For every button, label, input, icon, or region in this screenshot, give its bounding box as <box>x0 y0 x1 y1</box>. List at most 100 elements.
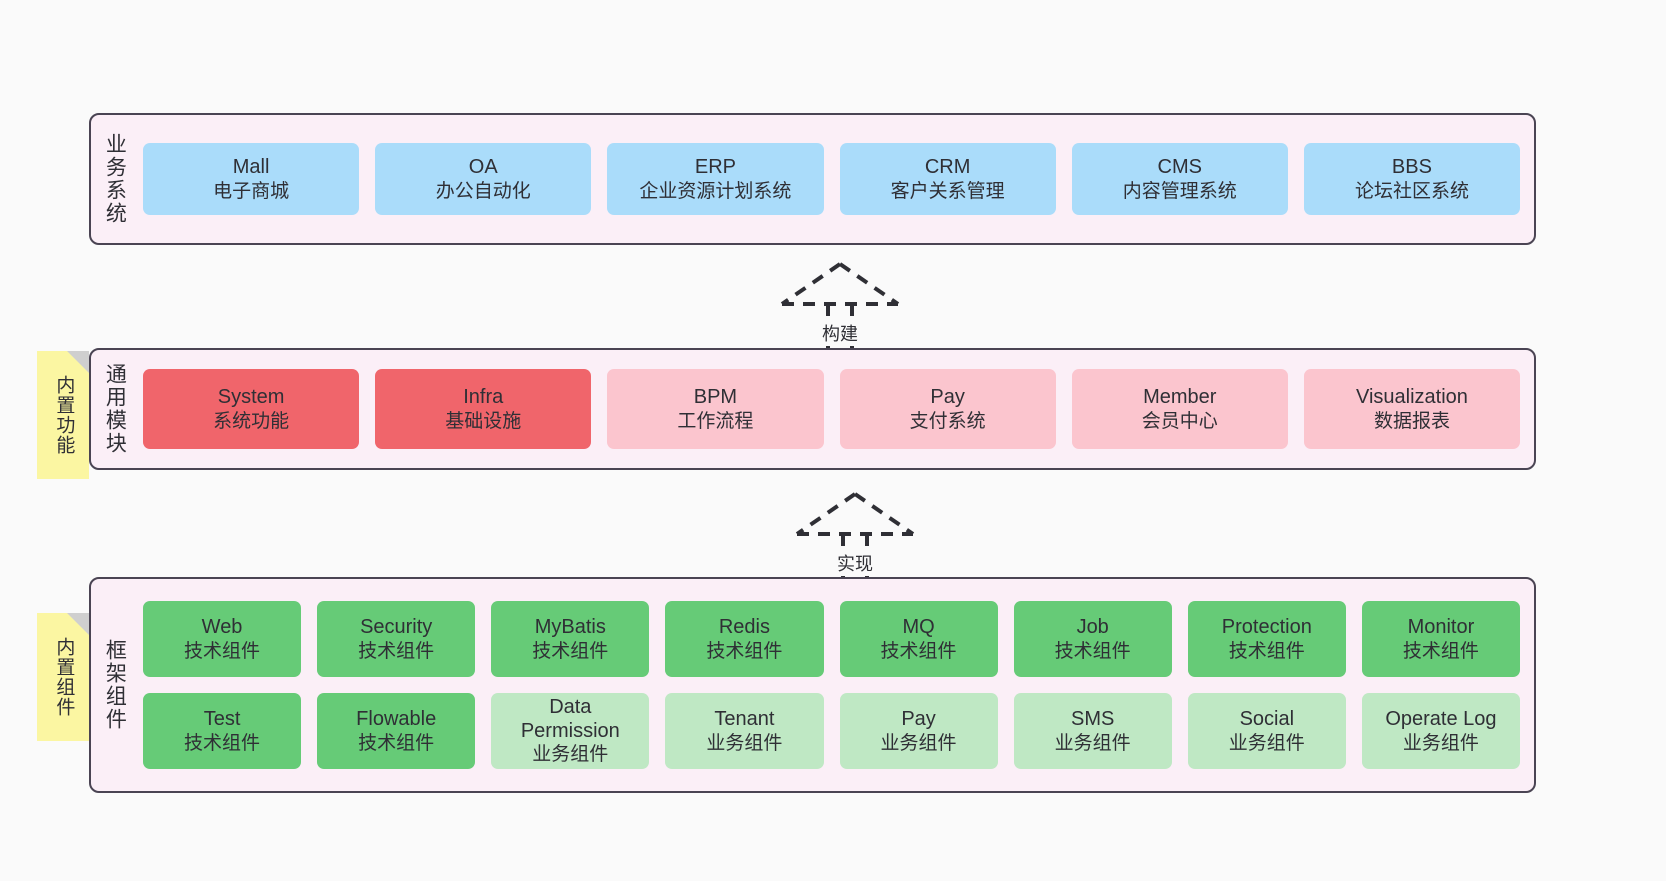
arrow-head-right-edge <box>853 492 915 536</box>
card-subtitle: 客户关系管理 <box>890 180 1005 202</box>
card-title: Operate Log <box>1385 707 1497 730</box>
card-subtitle: 技术组件 <box>358 640 435 662</box>
card-subtitle: 论坛社区系统 <box>1354 180 1469 202</box>
card-title: Visualization <box>1355 385 1468 408</box>
card-title: Monitor <box>1407 615 1475 638</box>
card-title: Data Permission <box>520 696 620 743</box>
sticky-note-builtin-function: 内置功能 <box>37 351 89 479</box>
layer-business-system-label: 业务系统 <box>103 133 127 225</box>
connector-build: 构建 <box>740 252 940 352</box>
card-subtitle: 会员中心 <box>1141 410 1218 432</box>
card-subtitle: 系统功能 <box>213 410 290 432</box>
card-title: Mall <box>232 155 270 178</box>
card-title: Social <box>1239 707 1295 730</box>
card-subtitle: 业务组件 <box>1228 732 1305 754</box>
card-subtitle: 技术组件 <box>1402 640 1479 662</box>
card-subtitle: 电子商城 <box>213 180 290 202</box>
card-subtitle: 基础设施 <box>445 410 522 432</box>
card-subtitle: 内容管理系统 <box>1122 180 1237 202</box>
card-title: CMS <box>1157 155 1202 178</box>
card-title: CRM <box>924 155 971 178</box>
connector-implement-label: 实现 <box>833 550 877 576</box>
card-title: Security <box>360 615 433 638</box>
connector-implement: 实现 <box>755 482 955 582</box>
card-title: ERP <box>694 155 736 178</box>
card-subtitle: 技术组件 <box>1228 640 1305 662</box>
card-title: Pay <box>901 707 936 730</box>
card-title: System <box>217 385 285 408</box>
card-subtitle: 业务组件 <box>1054 732 1131 754</box>
arrow-head-left-edge <box>780 262 842 306</box>
card-subtitle: 办公自动化 <box>435 180 531 202</box>
layer-framework-component-label: 框架组件 <box>103 639 127 731</box>
card-subtitle: 技术组件 <box>184 640 261 662</box>
card-subtitle: 企业资源计划系统 <box>639 180 792 202</box>
card-title: Web <box>201 615 243 638</box>
card-title: MyBatis <box>534 615 606 638</box>
card-title: Pay <box>930 385 965 408</box>
card-title: Test <box>203 707 241 730</box>
card-subtitle: 技术组件 <box>1054 640 1131 662</box>
card-title: Job <box>1076 615 1109 638</box>
card-title: Infra <box>463 385 504 408</box>
sticky-note-builtin-function-label: 内置功能 <box>53 375 75 455</box>
card-title: Protection <box>1221 615 1312 638</box>
connector-build-label: 构建 <box>818 320 862 346</box>
sticky-note-builtin-component: 内置组件 <box>37 613 89 741</box>
card-subtitle: 业务组件 <box>706 732 783 754</box>
card-title: Flowable <box>356 707 437 730</box>
sticky-fold-icon <box>67 613 89 635</box>
card-title: Tenant <box>714 707 775 730</box>
sticky-note-builtin-component-label: 内置组件 <box>53 637 75 717</box>
card-title: BPM <box>693 385 738 408</box>
card-subtitle: 业务组件 <box>880 732 957 754</box>
card-title: BBS <box>1391 155 1432 178</box>
layer-common-module-label: 通用模块 <box>103 363 127 455</box>
card-title: Redis <box>718 615 770 638</box>
arrow-head-left-edge <box>795 492 857 536</box>
card-subtitle: 技术组件 <box>532 640 609 662</box>
card-title: OA <box>468 155 498 178</box>
card-subtitle: 技术组件 <box>880 640 957 662</box>
card-subtitle: 技术组件 <box>706 640 783 662</box>
card-subtitle: 业务组件 <box>1402 732 1479 754</box>
card-title: Member <box>1143 385 1217 408</box>
card-subtitle: 技术组件 <box>358 732 435 754</box>
